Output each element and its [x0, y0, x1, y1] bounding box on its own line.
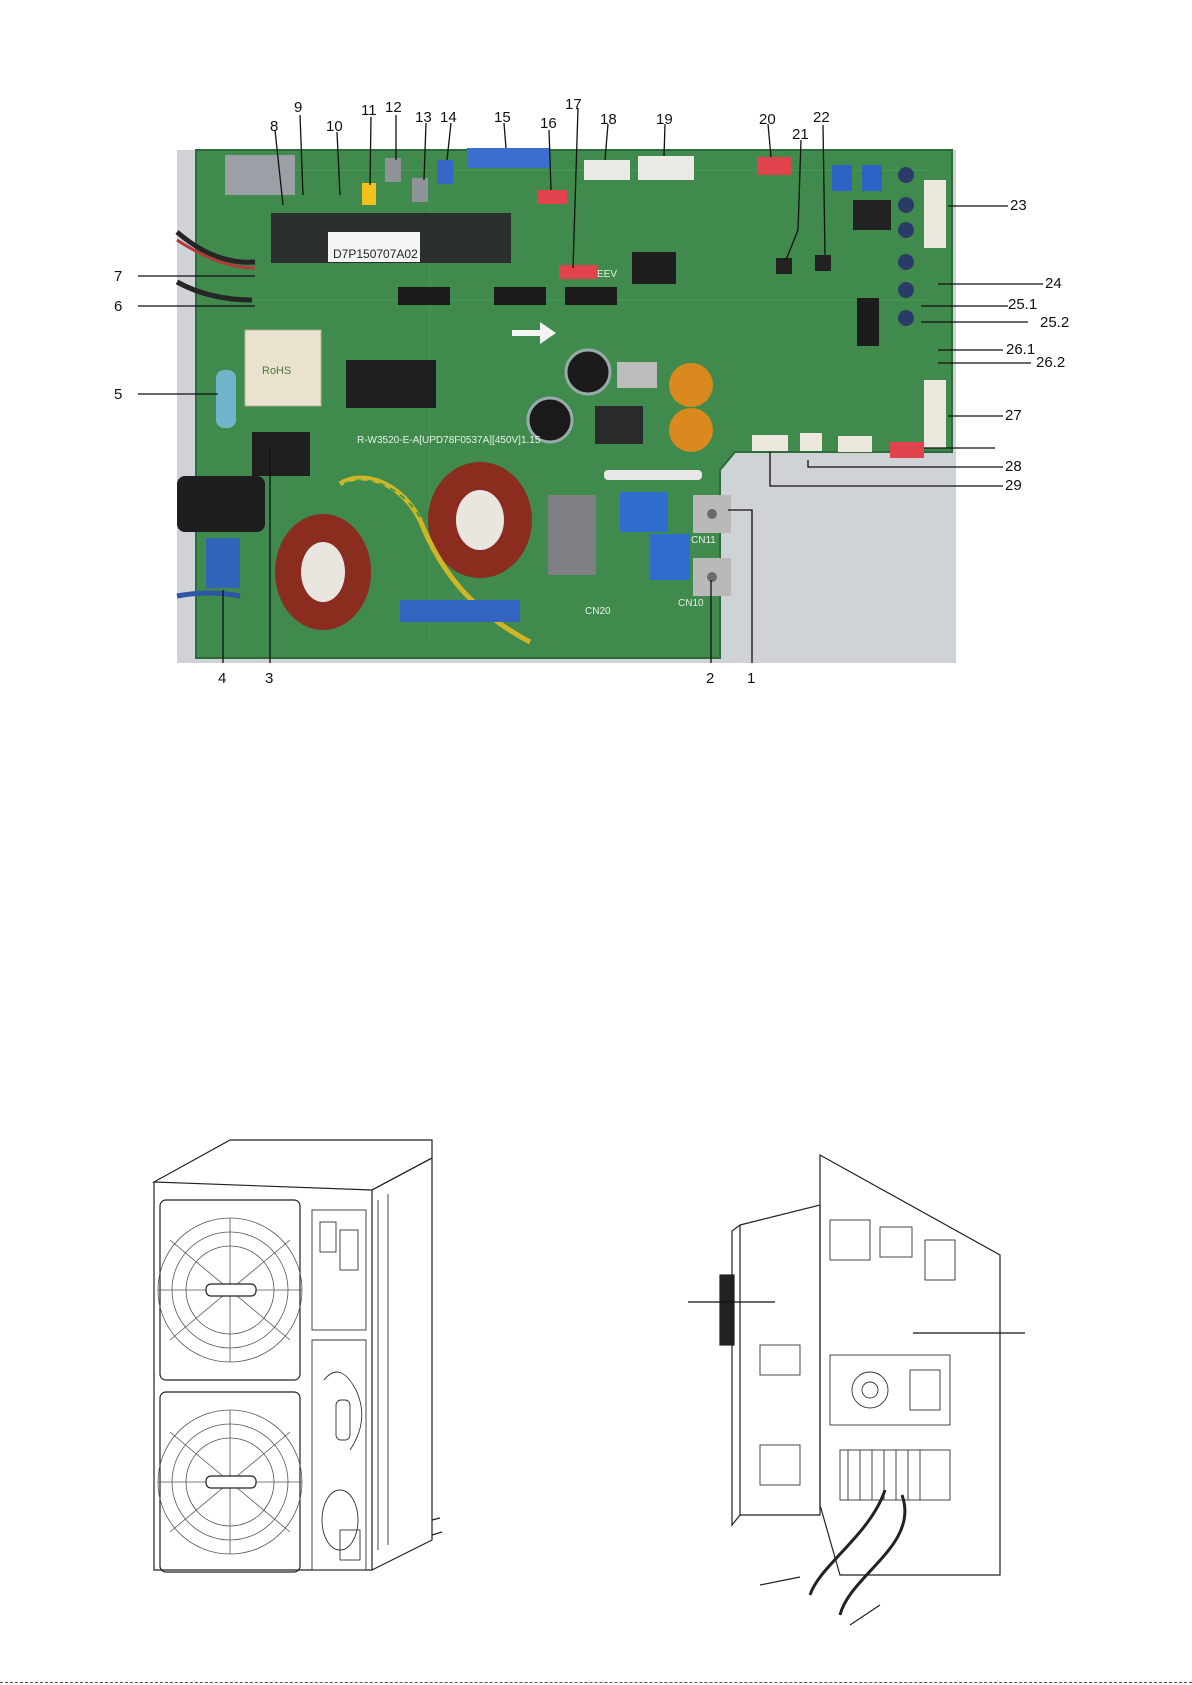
white-connector-27 — [924, 380, 946, 448]
blue-capacitor — [898, 282, 914, 298]
callout-26-2: 26.2 — [1036, 355, 1065, 370]
cn20-label: CN20 — [585, 606, 611, 617]
ic-chip — [398, 287, 450, 305]
blue-capacitor-5 — [216, 370, 236, 428]
blue-capacitor — [898, 197, 914, 213]
terminal-screw — [707, 509, 717, 519]
callout-1: 1 — [747, 671, 755, 686]
eev-label: EEV — [597, 269, 617, 280]
white-connector-29 — [752, 435, 788, 451]
callout-23: 23 — [1010, 198, 1027, 213]
callout-9: 9 — [294, 100, 302, 115]
red-connector-20 — [757, 157, 791, 175]
terminal-screw — [707, 572, 717, 582]
callout-26-1: 26.1 — [1006, 342, 1035, 357]
dip-switch — [832, 165, 852, 191]
model-label: R-W3520-E-A[UPD78F0537A][450V]1.15 — [357, 435, 541, 446]
callout-5: 5 — [114, 387, 122, 402]
callout-19: 19 — [656, 112, 673, 127]
terminal-block-left — [225, 155, 295, 195]
unit-top — [154, 1140, 432, 1190]
blue-terminal-row — [400, 600, 520, 622]
blue-capacitor — [620, 492, 668, 532]
callout-20: 20 — [759, 112, 776, 127]
push-button-21 — [776, 258, 792, 274]
grey-connector-12 — [385, 158, 401, 182]
callout-29: 29 — [1005, 478, 1022, 493]
callout-14: 14 — [440, 110, 457, 125]
callout-2: 2 — [706, 671, 714, 686]
ic-chip — [494, 287, 546, 305]
blue-capacitor-4 — [206, 538, 240, 588]
black-block-left — [177, 476, 265, 532]
fuse — [604, 470, 702, 480]
blue-capacitor — [898, 310, 914, 326]
control-box-leaders — [0, 1220, 1192, 1420]
cn11-label: CN11 — [691, 535, 716, 546]
white-connector — [838, 436, 872, 452]
callout-15: 15 — [494, 110, 511, 125]
callout-22: 22 — [813, 110, 830, 125]
blue-capacitor — [898, 254, 914, 270]
callout-27: 27 — [1005, 408, 1022, 423]
yellow-connector — [362, 183, 376, 205]
toroid-coil-inner — [456, 490, 504, 550]
pipe-stub — [432, 1518, 442, 1535]
relay-black — [853, 200, 891, 230]
board-id-label: D7P150707A02 — [333, 247, 418, 261]
callout-4: 4 — [218, 671, 226, 686]
callout-8: 8 — [270, 119, 278, 134]
callout-25-2: 25.2 — [1040, 315, 1069, 330]
seven-segment-display — [632, 252, 676, 284]
grey-connector-13 — [412, 178, 428, 202]
callout-3: 3 — [265, 671, 273, 686]
electrolytic-capacitor — [566, 350, 610, 394]
white-connector-19 — [638, 156, 694, 180]
relay-3 — [252, 432, 310, 476]
callout-7: 7 — [114, 269, 122, 284]
white-connector-18 — [584, 160, 630, 180]
blue-connector-15 — [467, 148, 549, 168]
ic-chip — [857, 298, 879, 346]
callout-16: 16 — [540, 116, 557, 131]
blue-capacitor — [898, 167, 914, 183]
callout-17: 17 — [565, 97, 582, 112]
rohs-label: RoHS — [262, 365, 291, 377]
cable-leader — [760, 1577, 800, 1585]
red-connector-eev — [559, 265, 597, 279]
blue-capacitor — [898, 222, 914, 238]
heatsink — [617, 362, 657, 388]
callout-18: 18 — [600, 112, 617, 127]
ic-chip — [565, 287, 617, 305]
page-bottom-border — [0, 1682, 1192, 1683]
dip-switch — [862, 165, 882, 191]
callout-11: 11 — [361, 103, 377, 118]
callout-6: 6 — [114, 299, 122, 314]
red-connector-28 — [890, 442, 924, 458]
red-connector-16 — [537, 190, 567, 204]
callout-12: 12 — [385, 100, 402, 115]
heatsink — [595, 406, 643, 444]
white-connector — [800, 433, 822, 451]
callout-28: 28 — [1005, 459, 1022, 474]
white-connector-23 — [924, 180, 946, 248]
blue-connector-14 — [437, 160, 453, 184]
blue-capacitor — [650, 534, 690, 580]
orange-capacitor — [669, 363, 713, 407]
cable-leader — [850, 1605, 880, 1625]
push-button-22 — [815, 255, 831, 271]
callout-13: 13 — [415, 110, 432, 125]
cn10-label: CN10 — [678, 598, 704, 609]
grey-capacitor — [548, 495, 596, 575]
callout-10: 10 — [326, 119, 343, 134]
cable — [810, 1490, 885, 1595]
callout-25-1: 25.1 — [1008, 297, 1037, 312]
orange-capacitor — [669, 408, 713, 452]
black-choke — [346, 360, 436, 408]
fan-badge — [206, 1476, 256, 1488]
toroid-coil-inner — [301, 542, 345, 602]
callout-24: 24 — [1045, 276, 1062, 291]
callout-21: 21 — [792, 127, 809, 142]
